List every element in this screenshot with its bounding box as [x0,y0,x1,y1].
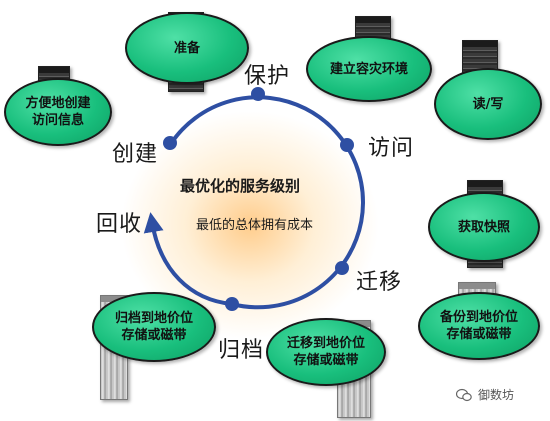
bubble-backup-line1: 备份到地价位 [439,310,518,325]
bubble-backup-tape: 备份到地价位 存储或磁带 [418,292,540,360]
bubble-archive-line2: 存储或磁带 [121,328,187,343]
bubble-easy-create-line2: 访问信息 [31,113,84,128]
node-access: 访问 [368,136,415,161]
dot-create [163,136,177,150]
bubble-build-dr-label: 建立容灾环境 [329,61,408,77]
node-reclaim: 回收 [96,212,143,237]
bubble-migrate-tape: 迁移到地价位 存储或磁带 [266,318,386,386]
center-title: 最优化的服务级别 [180,177,301,195]
watermark-text: 御数坊 [478,388,515,402]
bubble-easy-create: 方便地创建 访问信息 [4,78,112,146]
dot-protect [251,87,265,101]
watermark: 御数坊 [456,386,514,403]
node-create: 创建 [112,142,159,167]
bubble-snapshot-label: 获取快照 [457,219,510,235]
dot-access [340,138,354,152]
center-subtitle: 最低的总体拥有成本 [196,218,314,233]
cycle-path [143,95,365,310]
bubble-archive-line1: 归档到地价位 [114,311,193,326]
dot-migrate [335,261,349,275]
bubble-read-write-label: 读/写 [472,96,504,112]
bubble-easy-create-line1: 方便地创建 [25,96,91,111]
bubble-migrate-line2: 存储或磁带 [293,353,359,368]
bubble-archive-tape: 归档到地价位 存储或磁带 [92,292,216,362]
bubble-prepare-label: 准备 [173,40,200,56]
node-migrate: 迁移 [356,270,403,295]
node-archive: 归档 [218,338,265,363]
chat-icon [456,388,472,401]
node-protect: 保护 [244,64,291,89]
dot-archive [225,297,239,311]
bubble-migrate-line1: 迁移到地价位 [286,336,365,351]
bubble-prepare: 准备 [125,12,249,84]
bubble-snapshot: 获取快照 [428,192,540,262]
bubble-build-dr: 建立容灾环境 [306,36,432,102]
bubble-backup-line2: 存储或磁带 [446,327,512,342]
bubble-read-write: 读/写 [434,68,542,140]
